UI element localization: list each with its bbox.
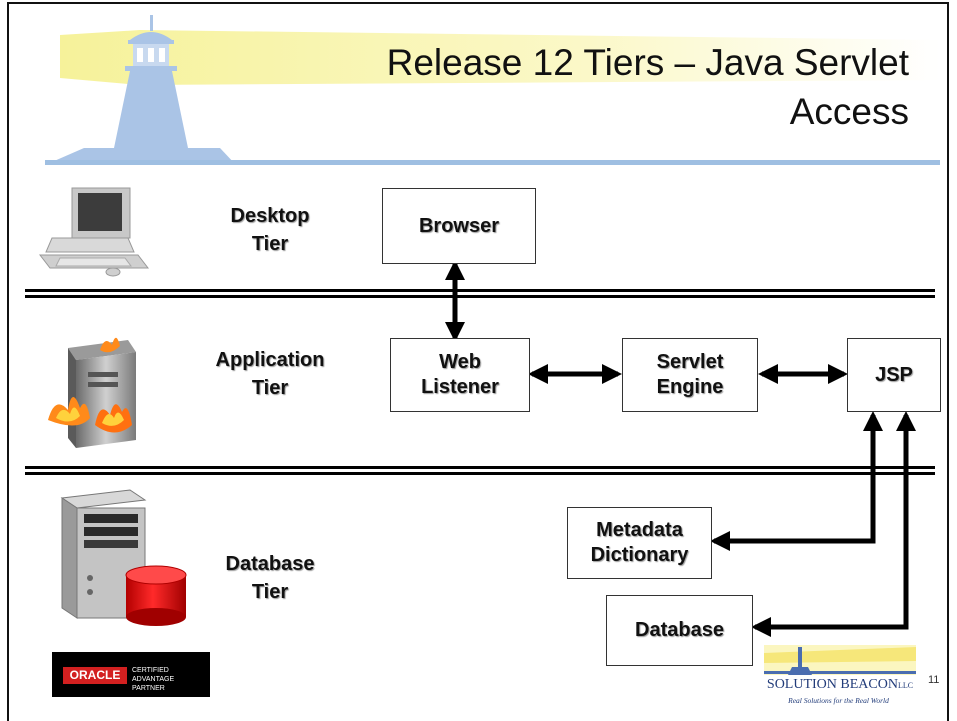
slide-title-line-2: Access: [789, 91, 909, 132]
tier-label-database-line-1: Database: [225, 553, 315, 575]
node-servlet-engine: Servlet Engine: [622, 338, 758, 412]
tier-label-database-line-2: Tier: [251, 581, 289, 603]
oracle-partner-badge: ORACLE CERTIFIED ADVANTAGE PARTNER: [52, 652, 210, 697]
beacon-logo-icon: [764, 645, 916, 675]
header-rule: [45, 160, 940, 165]
solution-beacon-logo: SOLUTION BEACONLLC Real Solutions for th…: [760, 641, 917, 707]
tier-separator-bottom: [25, 466, 935, 475]
beacon-name-suffix: LLC: [897, 681, 914, 690]
oracle-partner-text: CERTIFIED ADVANTAGE PARTNER: [132, 666, 210, 693]
tier-label-desktop-line-2: Tier: [251, 233, 289, 255]
beacon-tagline: Real Solutions for the Real World: [788, 696, 889, 705]
slide-title-line-1: Release 12 Tiers – Java Servlet: [386, 42, 909, 83]
oracle-partner-line-2: PARTNER: [132, 685, 165, 692]
beacon-name: SOLUTION BEACONLLC: [764, 677, 916, 693]
node-database: Database: [606, 595, 753, 666]
oracle-brand: ORACLE: [63, 667, 127, 684]
arrow-jsp-database: [751, 411, 916, 637]
tier-label-application-line-2: Tier: [251, 377, 289, 399]
tier-label-database: Database Tier: [200, 550, 340, 606]
node-jsp: JSP: [847, 338, 941, 412]
burning-server-icon: [48, 337, 136, 448]
tier-separator-top: [25, 289, 935, 298]
tier-label-application: Application Tier: [200, 346, 340, 402]
slide-frame: [7, 2, 949, 721]
node-browser-label: Browser: [418, 214, 500, 237]
light-beam: [60, 30, 940, 85]
node-metadata-dictionary-line-1: Metadata: [596, 519, 683, 541]
tier-label-desktop-line-1: Desktop: [230, 205, 310, 227]
database-server-icon: [60, 489, 187, 626]
desktop-computer-icon: [38, 187, 150, 277]
node-servlet-engine-line-1: Servlet: [656, 351, 724, 373]
node-web-listener-line-2: Listener: [421, 376, 499, 398]
node-database-label: Database: [635, 619, 724, 641]
tier-label-application-line-1: Application: [215, 349, 325, 371]
beacon-name-text: SOLUTION BEACON: [766, 677, 898, 692]
node-web-listener: Web Listener: [390, 338, 530, 412]
node-web-listener-line-1: Web: [439, 351, 481, 373]
page-number: 11: [928, 674, 940, 686]
node-metadata-dictionary: Metadata Dictionary: [567, 507, 712, 579]
arrow-jsp-metadata: [710, 411, 883, 551]
node-servlet-engine-line-2: Engine: [656, 376, 724, 398]
oracle-partner-line-1: CERTIFIED ADVANTAGE: [132, 667, 175, 683]
node-metadata-dictionary-line-2: Dictionary: [590, 544, 689, 566]
tier-label-desktop: Desktop Tier: [200, 202, 340, 258]
node-jsp-label: JSP: [875, 363, 913, 386]
node-browser: Browser: [382, 188, 536, 264]
